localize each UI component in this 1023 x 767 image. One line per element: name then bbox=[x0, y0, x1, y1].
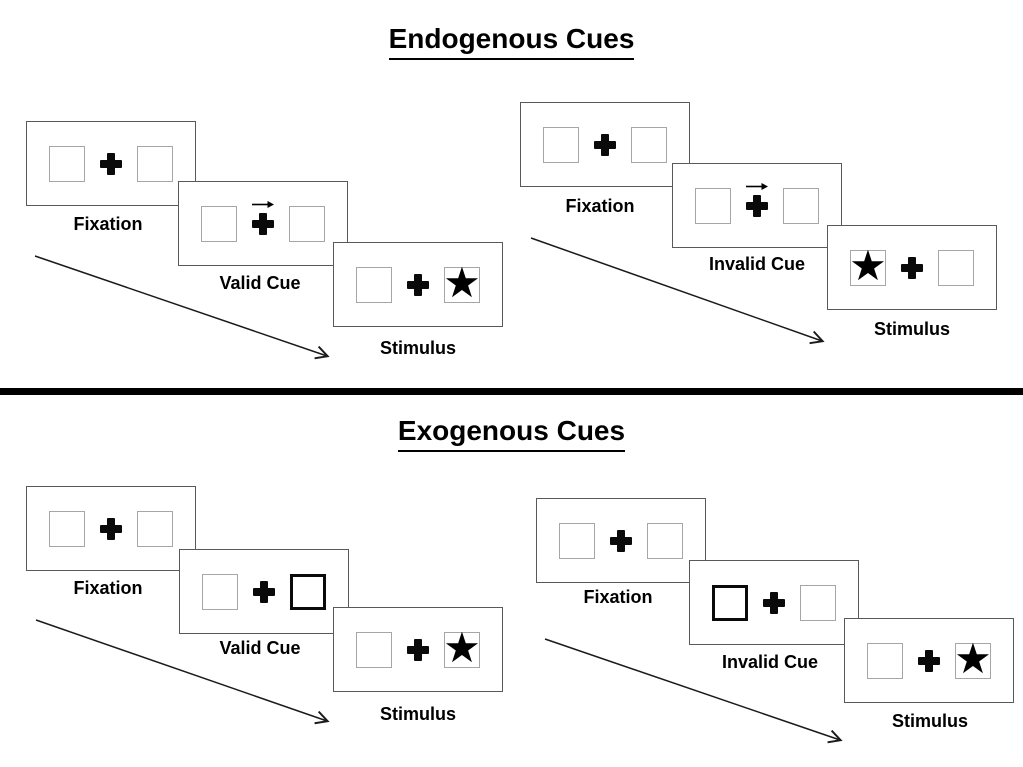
placeholder-box-right bbox=[647, 522, 683, 559]
placeholder-box-right bbox=[938, 249, 974, 286]
panel-label-stimulus: Stimulus bbox=[891, 711, 969, 731]
star-stimulus-icon: ★ bbox=[849, 241, 887, 290]
placeholder-box-left bbox=[559, 522, 595, 559]
placeholder-box-left bbox=[543, 126, 579, 163]
panel-label-stimulus: Stimulus bbox=[379, 338, 457, 358]
cue-arrow-right-icon bbox=[746, 182, 768, 190]
stimulus-box-left: ★ bbox=[849, 245, 887, 287]
fixation-cross-icon bbox=[407, 273, 429, 296]
fixation-cross-icon bbox=[610, 529, 632, 552]
panel-valid-cue bbox=[179, 549, 349, 634]
panel-label-fixation: Fixation bbox=[565, 196, 635, 216]
panel-fixation bbox=[26, 486, 196, 571]
panel-fixation bbox=[26, 121, 196, 206]
placeholder-box-left bbox=[356, 266, 392, 303]
panel-label-valid-cue: Valid Cue bbox=[219, 638, 301, 658]
placeholder-box-left bbox=[201, 205, 237, 242]
stimulus-box-right: ★ bbox=[954, 638, 992, 680]
panel-label-invalid-cue: Invalid Cue bbox=[708, 254, 806, 274]
fixation-cross-icon bbox=[407, 638, 429, 661]
panel-label-fixation: Fixation bbox=[583, 587, 653, 607]
panel-label-fixation: Fixation bbox=[73, 214, 143, 234]
panel-fixation bbox=[520, 102, 690, 187]
placeholder-box-left bbox=[49, 510, 85, 547]
fixation-cross-icon bbox=[100, 152, 122, 175]
star-stimulus-icon: ★ bbox=[954, 634, 992, 683]
section-title-endogenous: Endogenous Cues bbox=[0, 23, 1023, 60]
highlighted-cue-box-right bbox=[290, 573, 326, 610]
fixation-cross-icon bbox=[100, 517, 122, 540]
fixation-cross-icon bbox=[594, 133, 616, 156]
stimulus-box-right: ★ bbox=[443, 262, 481, 304]
panel-stimulus: ★ bbox=[844, 618, 1014, 703]
panel-invalid-cue bbox=[672, 163, 842, 248]
fixation-cross-icon bbox=[763, 591, 785, 614]
placeholder-box-left bbox=[202, 573, 238, 610]
placeholder-box-left bbox=[356, 631, 392, 668]
fixation-cross-icon bbox=[901, 256, 923, 279]
panel-stimulus: ★ bbox=[333, 607, 503, 692]
placeholder-box-left bbox=[867, 642, 903, 679]
stimulus-box-right: ★ bbox=[443, 627, 481, 669]
timeline-arrow-icon bbox=[530, 237, 825, 345]
panel-label-fixation: Fixation bbox=[73, 578, 143, 598]
panel-label-stimulus: Stimulus bbox=[873, 319, 951, 339]
panel-invalid-cue bbox=[689, 560, 859, 645]
panel-label-invalid-cue: Invalid Cue bbox=[721, 652, 819, 672]
section-title-exogenous: Exogenous Cues bbox=[0, 415, 1023, 452]
placeholder-box-right bbox=[137, 145, 173, 182]
fixation-cross-icon bbox=[252, 212, 274, 235]
placeholder-box-left bbox=[695, 187, 731, 224]
fixation-cross-icon bbox=[253, 580, 275, 603]
panel-stimulus: ★ bbox=[333, 242, 503, 327]
placeholder-box-right bbox=[783, 187, 819, 224]
panel-label-valid-cue: Valid Cue bbox=[219, 273, 301, 293]
highlighted-cue-box-left bbox=[712, 584, 748, 621]
section-divider bbox=[0, 388, 1023, 395]
timeline-arrow-icon bbox=[544, 638, 843, 744]
star-stimulus-icon: ★ bbox=[443, 258, 481, 307]
placeholder-box-right bbox=[631, 126, 667, 163]
timeline-arrow-icon bbox=[34, 255, 330, 360]
placeholder-box-right bbox=[137, 510, 173, 547]
placeholder-box-right bbox=[289, 205, 325, 242]
panel-stimulus: ★ bbox=[827, 225, 997, 310]
placeholder-box-right bbox=[800, 584, 836, 621]
panel-valid-cue bbox=[178, 181, 348, 266]
cue-arrow-right-icon bbox=[252, 200, 274, 208]
panel-label-stimulus: Stimulus bbox=[379, 704, 457, 724]
star-stimulus-icon: ★ bbox=[443, 623, 481, 672]
placeholder-box-left bbox=[49, 145, 85, 182]
fixation-cross-icon bbox=[918, 649, 940, 672]
fixation-cross-icon bbox=[746, 194, 768, 217]
timeline-arrow-icon bbox=[35, 619, 330, 725]
panel-fixation bbox=[536, 498, 706, 583]
